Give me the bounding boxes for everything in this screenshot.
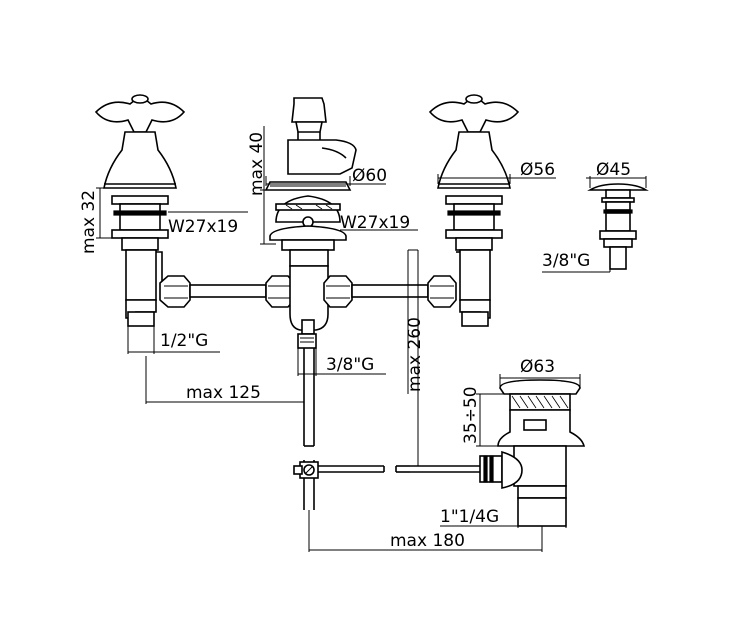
thread-small-label: 3/8"G — [542, 251, 590, 271]
spread-label: max 125 — [186, 383, 261, 403]
left-valve — [94, 94, 186, 327]
rod-spread-label: max 180 — [390, 531, 465, 551]
rod-length-label: max 260 — [405, 317, 425, 392]
waste-range-label: 35÷50 — [461, 386, 481, 444]
inlet-thread-label: 1/2"G — [160, 331, 208, 351]
lever-height-label: max 40 — [247, 132, 267, 196]
thread-center-label: W27x19 — [340, 213, 410, 233]
connection-pipe-left — [159, 275, 295, 308]
outlet-thread-label: 3/8"G — [326, 355, 374, 375]
flange-right-label: Ø56 — [520, 160, 555, 180]
small-flange — [587, 183, 649, 270]
dimension-lines — [96, 126, 647, 552]
waste-diameter-label: Ø63 — [520, 357, 555, 377]
flange-center-label: Ø60 — [352, 166, 387, 186]
pop-up-waste — [410, 379, 586, 527]
pop-up-rod — [293, 348, 410, 510]
flange-small-label: Ø45 — [596, 160, 631, 180]
connection-pipe-right — [323, 275, 457, 308]
right-valve — [428, 94, 520, 327]
handle-height-label: max 32 — [79, 190, 99, 254]
thread-left-label: W27x19 — [168, 217, 238, 237]
waste-thread-label: 1"1/4G — [440, 507, 499, 527]
